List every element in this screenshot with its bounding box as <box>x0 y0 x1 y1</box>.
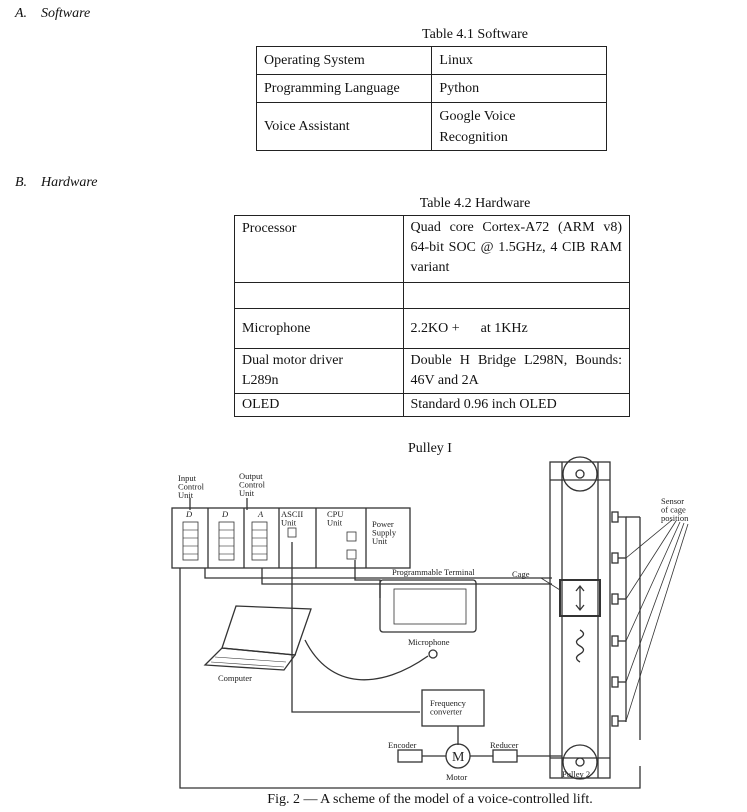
frequency-converter-box <box>421 689 485 727</box>
table-cell: Quad core Cortex-A72 (ARM v8) 64-bit SOC… <box>402 215 631 283</box>
label-module-d1: D <box>185 509 193 519</box>
table-row: OLED Standard 0.96 inch OLED <box>234 393 631 417</box>
table-cell: Dual motor driver L289n <box>234 348 404 394</box>
table-cell: Double H Bridge L298N, Bounds: 46V and 2… <box>402 348 631 394</box>
table-cell: Python <box>431 74 607 103</box>
software-table: Operating System Linux Programming Langu… <box>255 46 607 151</box>
pulley-2 <box>562 744 598 780</box>
label-pulley-2: Pulley 2 <box>562 769 590 779</box>
table-cell: 2.2KO + at 1KHz <box>402 308 631 349</box>
label-programmable-terminal: Programmable Terminal <box>392 567 475 577</box>
table-cell: Google Voice Recognition <box>431 102 607 151</box>
table-row: Voice Assistant Google Voice Recognition <box>255 102 607 151</box>
motor-m-glyph: M <box>452 750 465 765</box>
table1-caption: Table 4.1 Software <box>422 27 528 42</box>
table-cell: OLED <box>234 393 404 417</box>
plc-rack <box>171 507 411 569</box>
computer-keyboard <box>203 647 297 671</box>
figure-caption: Fig. 2 — A scheme of the model of a voic… <box>267 792 593 807</box>
label-cage: Cage <box>512 569 530 579</box>
table-cell: Standard 0.96 inch OLED <box>402 393 631 417</box>
label-computer: Computer <box>218 673 252 683</box>
label-reducer: Reducer <box>490 740 518 750</box>
table-cell: Linux <box>431 46 607 75</box>
pulley-1 <box>562 456 598 492</box>
hardware-table: Processor Quad core Cortex-A72 (ARM v8) … <box>234 215 631 417</box>
section-b-letter: B. <box>15 175 28 190</box>
computer-screen <box>221 605 312 656</box>
label-module-d2: D <box>221 509 229 519</box>
label-motor: Motor <box>446 772 467 782</box>
section-b-title: Hardware <box>41 175 98 190</box>
section-a-heading: A. Software <box>15 6 90 22</box>
section-b-heading: B. Hardware <box>15 175 98 191</box>
table-cell: Programming Language <box>255 74 433 103</box>
section-a-letter: A. <box>15 6 28 21</box>
table2-caption: Table 4.2 Hardware <box>419 196 531 211</box>
table-cell: Processor <box>234 215 404 283</box>
label-module-a: A <box>257 509 264 519</box>
table-row: Dual motor driver L289n Double H Bridge … <box>234 348 631 394</box>
section-a-title: Software <box>41 6 91 21</box>
table-cell: Operating System <box>255 46 433 75</box>
table-row: Processor Quad core Cortex-A72 (ARM v8) … <box>234 215 631 283</box>
table-cell: Voice Assistant <box>255 102 433 151</box>
table-row: Operating System Linux <box>255 46 607 75</box>
table-row: Microphone 2.2KO + at 1KHz <box>234 308 631 349</box>
figure-top-label: Pulley I <box>408 441 452 456</box>
lift-cage <box>559 579 601 617</box>
label-encoder: Encoder <box>388 740 416 750</box>
label-microphone: Microphone <box>408 637 450 647</box>
programmable-terminal <box>379 579 477 633</box>
lift-shaft <box>549 461 611 779</box>
table-row: Programming Language Python <box>255 74 607 103</box>
